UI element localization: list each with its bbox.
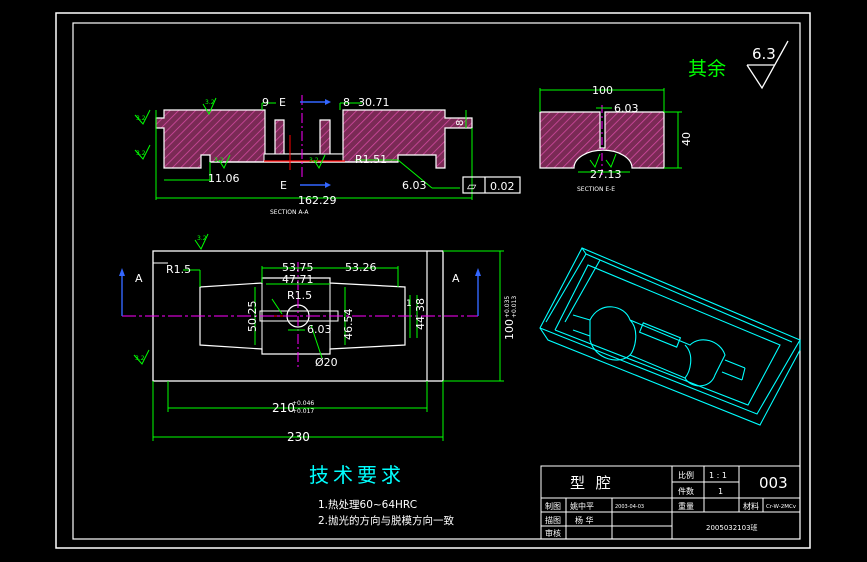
dim-30-71: 30.71 xyxy=(358,96,390,109)
plan-dim-38: 38 xyxy=(414,298,427,312)
label-a-left: A xyxy=(135,272,143,285)
tolerance-value: 0.02 xyxy=(490,180,515,193)
plan-dim-100-tol-lower: +0.013 xyxy=(511,296,518,318)
label-e-top: E xyxy=(279,96,286,109)
plan-dim-6-03: 6.03 xyxy=(307,323,332,336)
scale-value: 1 : 1 xyxy=(709,471,727,480)
plan-dim-47-71: 47.71 xyxy=(282,273,314,286)
plan-dim-100: 100 xyxy=(503,319,516,340)
plan-dim-53-26: 53.26 xyxy=(345,261,377,274)
dim-162-29: 162.29 xyxy=(298,194,337,207)
roughness-mark-label: 3.2 xyxy=(309,157,319,164)
surface-note-value: 6.3 xyxy=(752,45,776,63)
roughness-mark-label: 3.2 xyxy=(135,355,145,362)
roughness-mark-icon xyxy=(134,97,326,170)
roughness-symbol-icon xyxy=(746,40,789,90)
plan-dim-53-75: 53.75 xyxy=(282,261,314,274)
title-block xyxy=(540,465,801,540)
material-label: 材料 xyxy=(743,501,759,511)
scale-label: 比例 xyxy=(678,470,694,480)
dim-8: 8 xyxy=(343,96,350,109)
roughness-mark-label: 3.2 xyxy=(136,150,146,157)
ee-dim-6-03: 6.03 xyxy=(614,102,639,115)
dim-6-03: 6.03 xyxy=(402,179,427,192)
dim-9: 9 xyxy=(262,96,269,109)
roughness-mark-label: 3.2 xyxy=(136,115,146,122)
outer-frame xyxy=(55,12,811,549)
class-code: 2005032103班 xyxy=(706,523,758,532)
requirements-title: 技术要求 xyxy=(309,463,405,487)
drawn-name: 姚中平 xyxy=(570,501,594,511)
roughness-mark-label: 3.2 xyxy=(197,235,207,242)
ee-dim-27-13: 27.13 xyxy=(590,168,622,181)
isometric-view xyxy=(539,247,801,426)
plan-dim-44: 44 xyxy=(414,316,427,330)
drawing-number: 003 xyxy=(759,474,788,492)
plan-dim-210-tol-lower: +0.017 xyxy=(292,408,314,415)
plan-view: 3.2 3.2 R1.5 A A 53.75 53.26 47.71 R1.5 … xyxy=(119,233,518,444)
plan-dim-r1-5-left: R1.5 xyxy=(166,263,191,276)
requirement-item-1: 1.热处理60~64HRC xyxy=(318,498,417,511)
plan-dim-d20: Ø20 xyxy=(315,356,338,369)
plan-dim-1: 1 xyxy=(406,299,412,309)
section-aa-caption: SECTION A-A xyxy=(270,209,309,216)
review-label: 审核 xyxy=(545,528,561,538)
roughness-mark-icon xyxy=(133,233,209,365)
plan-dim-210-tol-upper: +0.046 xyxy=(292,400,314,407)
section-ee-body xyxy=(539,111,665,169)
dim-11-06: 11.06 xyxy=(208,172,240,185)
drawn-label: 制图 xyxy=(545,501,561,511)
section-aa: 3.2 3.2 3.2 3.2 3.2 9 E 8 30.71 8 R1.51 … xyxy=(134,95,521,216)
design-name: 杨 华 xyxy=(575,515,594,525)
requirement-item-2: 2.抛光的方向与脱模方向一致 xyxy=(318,514,455,527)
surface-note-prefix: 其余 xyxy=(688,58,726,80)
plan-dim-46-54: 46.54 xyxy=(342,309,355,341)
plan-dim-210: 210 xyxy=(272,401,295,415)
drawn-date: 2003-04-03 xyxy=(615,504,644,510)
material-value: Cr-W-2MCv xyxy=(766,504,797,510)
roughness-mark-label: 3.2 xyxy=(205,99,215,106)
count-label: 件数 xyxy=(678,486,694,496)
plan-dim-230: 230 xyxy=(287,430,310,444)
plan-dim-r1-5-center: R1.5 xyxy=(287,289,312,302)
ee-dim-40: 40 xyxy=(680,132,693,146)
plan-dim-50-25: 50.25 xyxy=(246,301,259,333)
flatness-icon: ▱ xyxy=(467,179,477,193)
design-label: 描图 xyxy=(545,515,561,525)
part-name: 型 腔 xyxy=(570,474,614,492)
tolerance-frame: ▱ 0.02 xyxy=(462,176,521,194)
label-a-right: A xyxy=(452,272,460,285)
roughness-mark-label: 3.2 xyxy=(214,157,224,164)
section-ee: 100 6.03 40 27.13 SECTION E-E xyxy=(539,84,693,193)
weight-label: 重量 xyxy=(678,501,694,511)
label-e-bottom: E xyxy=(280,179,287,192)
ee-dim-100: 100 xyxy=(592,84,613,97)
inner-frame xyxy=(72,22,801,540)
section-aa-body xyxy=(155,109,473,169)
count-value: 1 xyxy=(718,487,723,496)
section-ee-caption: SECTION E-E xyxy=(577,186,615,193)
dim-8-vertical: 8 xyxy=(455,120,466,126)
dim-r1-51: R1.51 xyxy=(355,153,387,166)
plan-dim-100-tol-upper: +0.035 xyxy=(504,296,511,318)
